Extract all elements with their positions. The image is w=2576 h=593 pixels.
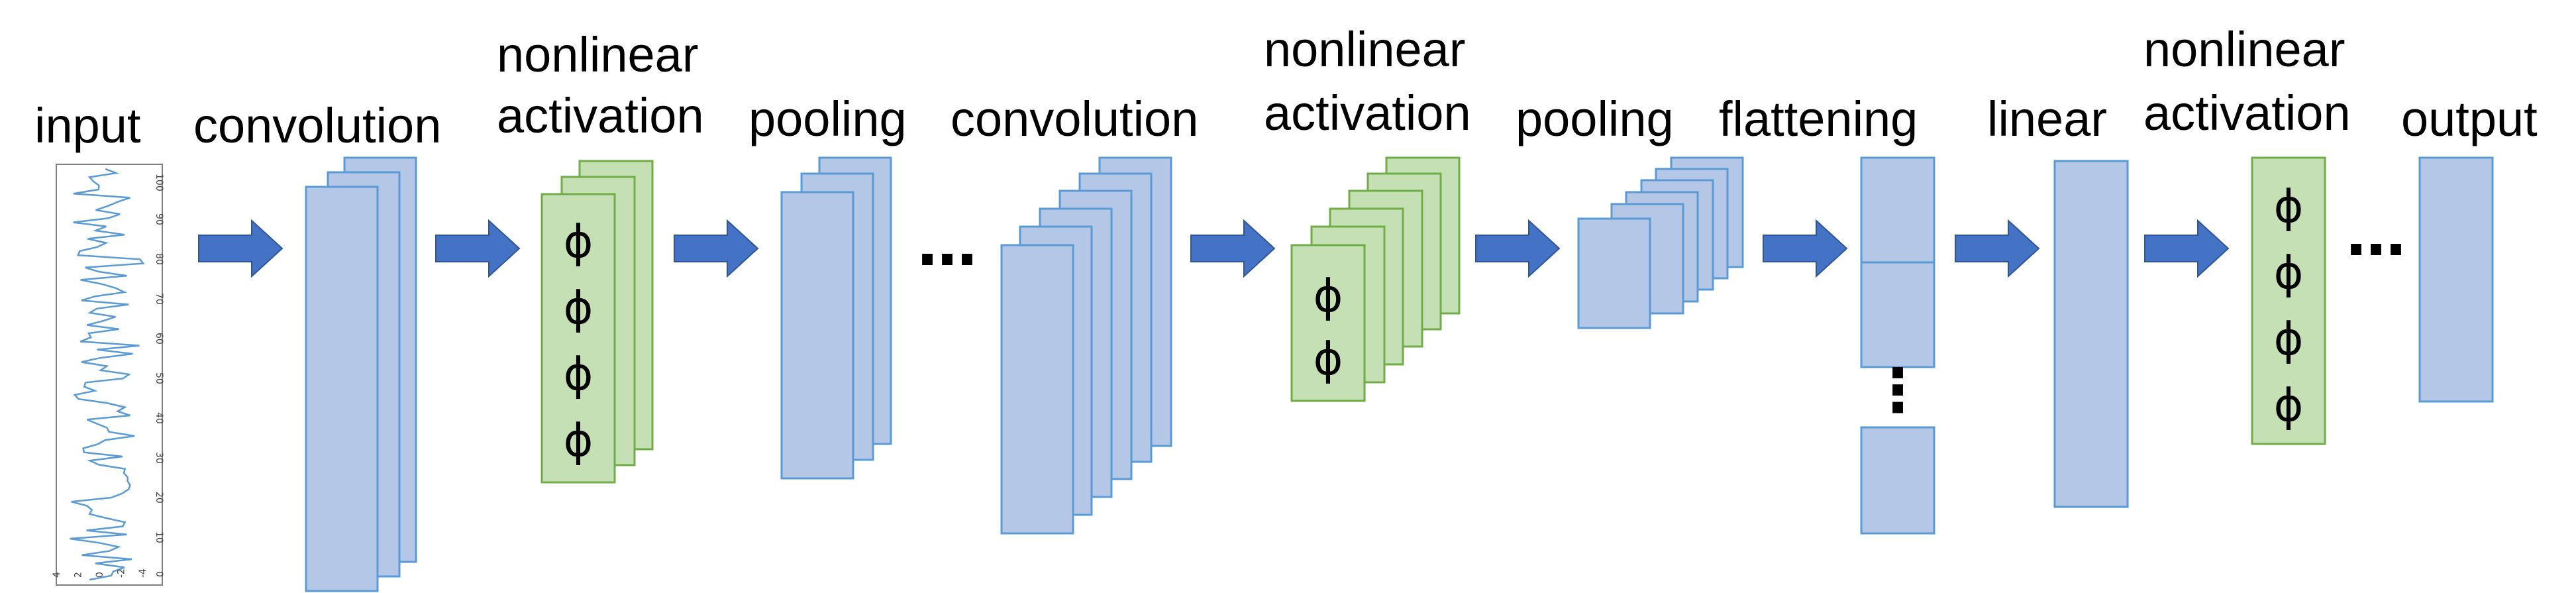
flow-arrow-6 [1763,219,1848,278]
pooling-1-stage: pooling [748,91,907,480]
pooling-1-label: pooling [748,91,907,146]
ellipsis-2: … [2346,200,2406,270]
input-plot-x-tick-label: 0 [95,572,105,578]
flattened-vector-segment [1860,426,1935,535]
phi-symbol: ϕ [1314,270,1343,323]
convolution-1-stage: convolution [193,98,441,592]
input-label: input [34,98,141,153]
input-plot-y-tick-label: 30 [154,452,164,464]
flow-arrow-4 [1190,219,1276,278]
flattening-label: flattening [1719,91,1918,146]
nonlinear-3-label-line1: nonlinear [2143,22,2345,77]
linear-layer-vector [2053,160,2129,508]
convolution-2-stage: convolution [951,91,1198,535]
input-plot-x-tick-label: -2 [117,568,127,578]
nonlinear-1-label-line1: nonlinear [497,27,698,82]
pool2-feature-map [1577,217,1651,329]
flattening-stage: flattening ⋮ [1719,91,1935,535]
phi-symbol: ϕ [564,216,593,268]
pooling-2-stage: pooling [1516,91,1744,329]
input-plot-frame [56,164,163,586]
conv2-feature-map [1000,244,1074,535]
nonlinear-activation-1-stage: nonlinear activation ϕ ϕ ϕ ϕ [497,27,704,484]
phi-symbol: ϕ [2274,181,2304,233]
phi-symbol: ϕ [1314,333,1343,386]
input-plot-y-tick-label: 50 [154,372,164,384]
phi-symbol: ϕ [564,282,593,335]
input-plot-y-tick-label: 60 [154,333,164,345]
phi-symbol: ϕ [2274,247,2304,299]
input-plot-x-ticks: 4 2 0 -2 -4 [52,568,148,578]
nonlinear-3-label-line2: activation [2143,85,2351,140]
pool1-feature-map [780,191,854,480]
flow-arrow-2 [435,219,521,278]
input-plot-y-tick-label: 80 [154,253,164,265]
input-signal-line [70,168,145,581]
flow-arrow-3 [674,219,759,278]
phi-symbol: ϕ [2274,380,2304,432]
output-vector [2418,156,2494,403]
input-plot-x-tick-label: 4 [52,572,62,578]
input-plot-x-tick-label: -4 [138,568,148,578]
flow-arrow-5 [1475,219,1561,278]
phi-symbol: ϕ [564,349,593,401]
vertical-ellipsis: ⋮ [1868,356,1928,425]
activation2-map [1290,244,1366,402]
input-plot-y-tick-label: 20 [154,492,164,504]
input-plot-y-tick-label: 10 [154,531,164,543]
flow-arrow-1 [198,219,283,278]
nonlinear-2-label-line2: activation [1264,85,1471,140]
input-plot-y-tick-label: 90 [154,213,164,225]
flattened-vector-segment [1860,156,1935,264]
phi-symbol: ϕ [2274,313,2304,366]
activation3-vector [2251,156,2326,445]
flattened-vector-segment [1860,261,1935,368]
conv1-feature-map [305,186,379,592]
input-plot-y-tick-label: 100 [154,174,164,191]
input-plot-y-tick-label: 0 [154,571,164,577]
flow-arrow-8 [2144,219,2230,278]
output-label: output [2401,91,2538,146]
activation1-map [541,193,616,484]
flow-arrow-7 [1955,219,2040,278]
input-plot-y-tick-label: 70 [154,293,164,305]
phi-symbol: ϕ [564,415,593,467]
convolution-1-label: convolution [193,98,441,153]
nonlinear-2-label-line1: nonlinear [1264,22,1465,77]
output-stage: output [2401,91,2538,403]
pooling-2-label: pooling [1516,91,1674,146]
nonlinear-activation-2-stage: nonlinear activation ϕ ϕ [1264,22,1471,402]
convolution-2-label: convolution [951,91,1198,146]
input-plot-x-tick-label: 2 [74,572,84,578]
nonlinear-activation-3-stage: nonlinear activation ϕ ϕ ϕ ϕ [2143,22,2351,445]
linear-label: linear [1987,91,2107,146]
nonlinear-1-label-line2: activation [497,88,704,143]
input-plot-y-tick-label: 40 [154,412,164,424]
linear-stage: linear [1987,91,2129,508]
ellipsis-1: … [917,210,977,280]
